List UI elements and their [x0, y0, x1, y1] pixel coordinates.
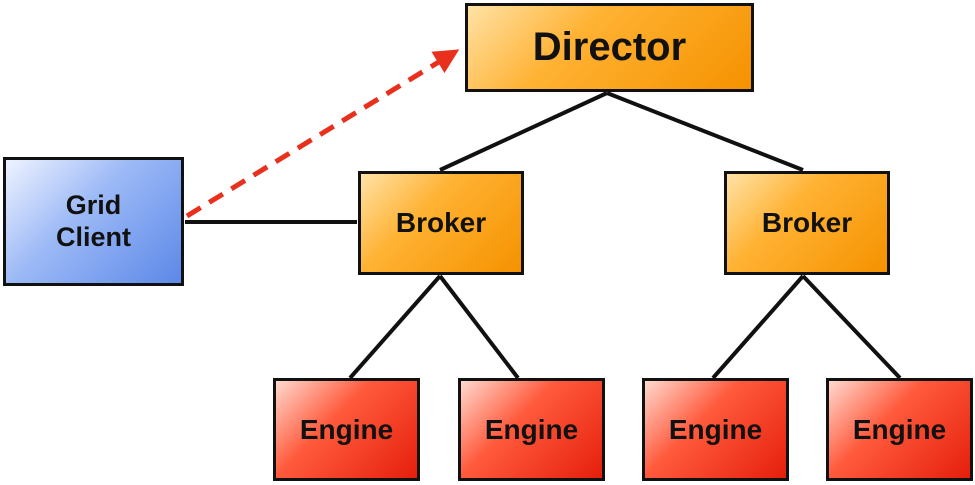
engine-label: Engine [668, 413, 763, 445]
engine-label: Engine [852, 413, 947, 445]
director-node: Director [465, 3, 754, 92]
director-label: Director [532, 24, 687, 69]
broker-node-2: Broker [724, 171, 890, 275]
broker-label: Broker [761, 207, 853, 239]
engine-node-2: Engine [458, 378, 605, 481]
link-director-broker2 [606, 91, 804, 172]
engine-label: Engine [484, 413, 579, 445]
link-broker1-engine2 [438, 274, 520, 380]
grid-client-node: Grid Client [3, 157, 184, 286]
engine-label: Engine [299, 413, 394, 445]
dashed-arrow-client-director [185, 49, 460, 219]
broker-label: Broker [395, 207, 487, 239]
link-broker2-engine4 [801, 274, 902, 380]
engine-node-3: Engine [642, 378, 789, 481]
broker-node-1: Broker [358, 171, 524, 275]
engine-node-1: Engine [273, 378, 420, 481]
link-broker1-engine1 [348, 274, 442, 380]
link-broker2-engine3 [711, 274, 805, 380]
link-director-broker1 [439, 91, 608, 172]
grid-client-label: Grid Client [55, 189, 131, 252]
engine-node-4: Engine [826, 378, 973, 481]
